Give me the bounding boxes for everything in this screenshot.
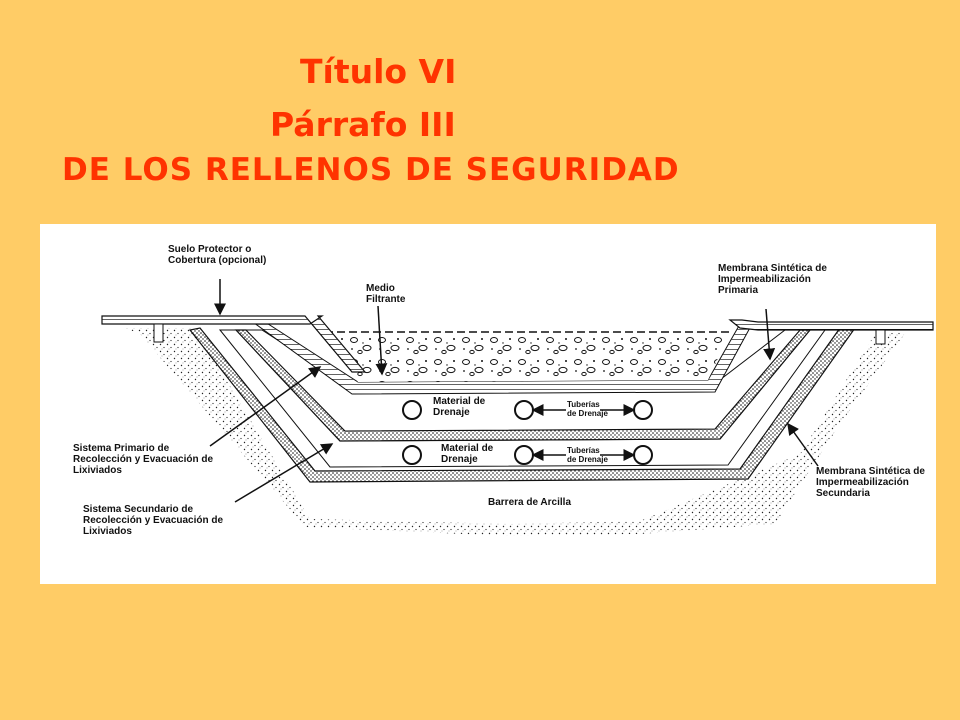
anchor-trench-right	[875, 329, 886, 345]
pipe-icon	[514, 445, 534, 465]
label-membrana-secundaria: Membrana Sintética de Impermeabilización…	[816, 466, 925, 499]
anchor-trench-left	[153, 323, 164, 343]
label-material-drenaje-primario: Material de Drenaje	[433, 396, 486, 418]
title-line-1: Título VI	[300, 52, 457, 91]
label-suelo-protector: Suelo Protector o Cobertura (opcional)	[168, 244, 267, 266]
landfill-cross-section-figure: Suelo Protector o Cobertura (opcional) M…	[40, 224, 936, 584]
pipe-icon	[402, 400, 422, 420]
cross-section-drawing	[101, 279, 934, 536]
leader-arrows	[209, 279, 819, 503]
label-tuberias-secundario: Tuberías de Drenaje	[567, 446, 608, 464]
label-medio-filtrante: Medio Filtrante	[366, 283, 406, 305]
protective-cover-left	[101, 315, 367, 373]
label-barrera-arcilla: Barrera de Arcilla	[486, 497, 574, 508]
label-material-drenaje-secundario: Material de Drenaje	[441, 443, 494, 465]
title-line-2: Párrafo III	[270, 105, 456, 144]
protective-cover-right	[728, 319, 934, 331]
label-sistema-primario: Sistema Primario de Recolección y Evacua…	[73, 443, 214, 476]
title-line-3: DE LOS RELLENOS DE SEGURIDAD	[62, 152, 680, 188]
label-membrana-primaria: Membrana Sintética de Impermeabilización…	[718, 263, 827, 296]
label-tuberias-primario: Tuberías de Drenaje	[567, 400, 608, 418]
waste-fill	[325, 332, 730, 382]
pipe-icon	[633, 445, 653, 465]
pipe-icon	[633, 400, 653, 420]
pipe-icon	[514, 400, 534, 420]
clay-barrier	[125, 328, 906, 536]
pipe-icon	[402, 445, 422, 465]
label-sistema-secundario: Sistema Secundario de Recolección y Evac…	[83, 504, 224, 537]
